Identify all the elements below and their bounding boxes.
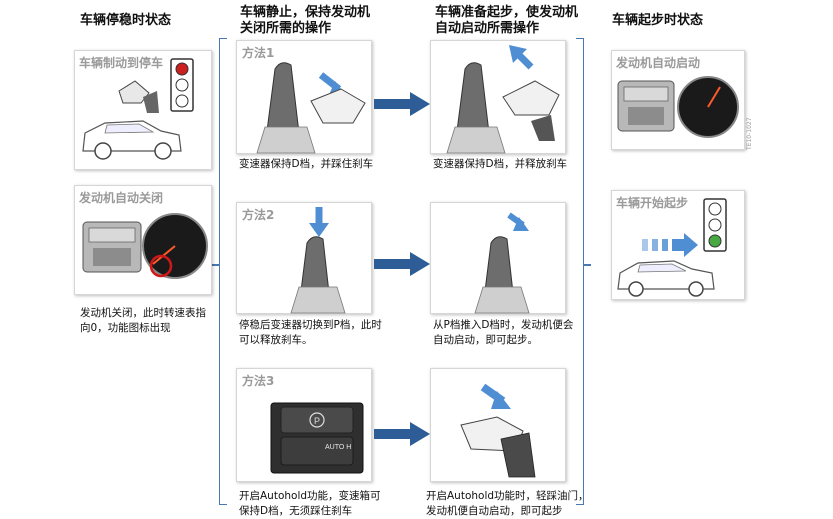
gearshift-park-illustration (290, 207, 346, 314)
gearshift-release-illustration (446, 45, 560, 154)
parking-brake-button-icon (280, 406, 354, 434)
column-header-moving-off: 车辆起步时状态 (612, 13, 704, 28)
foot-icon (310, 88, 366, 124)
braking-illustration (82, 58, 194, 160)
panel-engine-auto-off: 发动机自动关闭 (74, 185, 212, 295)
column-header-stopped: 车辆停稳时状态 (80, 13, 172, 28)
method3-left-panel: 方法3 P AUTO H (236, 368, 372, 482)
motion-arrow-icon (642, 239, 648, 251)
method1-right-panel (430, 40, 566, 154)
red-highlight-circle (149, 254, 173, 278)
engine-start-illustration (617, 76, 739, 138)
panel-braking-to-stop: 车辆制动到停车 (74, 50, 212, 170)
autohold-button-icon (280, 436, 354, 466)
column-header-keep-off: 车辆静止，保持发动机关闭所需的操作 (240, 5, 371, 36)
panel-label: 车辆制动到停车 (79, 56, 164, 70)
method2-right-panel (430, 202, 566, 314)
method2-left-panel: 方法2 (236, 202, 372, 314)
method3-right-panel (430, 368, 566, 482)
method3-right-caption: 开启Autohold功能时，轻踩油门，发动机便自动启动，即可起步 (426, 490, 589, 517)
right-bracket-tick (583, 264, 591, 266)
figure-tag: TE10-1027 (746, 117, 753, 150)
left-caption: 发动机关闭，此时转速表指向0，功能图标出现 (80, 307, 206, 334)
gear-lever-icon (484, 236, 514, 294)
gearshift-drive-illustration (474, 212, 530, 314)
method-label: 方法1 (242, 46, 275, 60)
method2-left-caption: 停稳后变速器切换到P档，此时可以释放刹车。 (239, 319, 382, 346)
panel-label: 车辆开始起步 (616, 196, 689, 210)
svg-text:P: P (314, 416, 320, 426)
accelerator-pedal-icon (500, 432, 536, 478)
accelerator-press-illustration (460, 383, 536, 478)
gear-lever-icon (266, 62, 300, 134)
panel-label: 发动机自动启动 (616, 56, 701, 70)
gear-lever-icon (300, 236, 330, 294)
method1-left-panel: 方法1 (236, 40, 372, 154)
method-label: 方法3 (242, 374, 275, 388)
autohold-button-illustration: P (270, 402, 364, 474)
method1-left-caption: 变速器保持D档，并踩住刹车 (239, 158, 374, 170)
panel-label: 发动机自动关闭 (79, 191, 164, 205)
method3-left-caption: 开启Autohold功能，变速箱可保持D档，无须踩住刹车 (239, 490, 381, 517)
foot-icon (502, 80, 560, 116)
arrow-method3 (374, 422, 430, 446)
arrow-method2 (374, 252, 430, 276)
method1-right-caption: 变速器保持D档，并释放刹车 (433, 158, 568, 170)
engine-off-illustration (82, 213, 208, 279)
panel-vehicle-moves-off: 车辆开始起步 (611, 190, 745, 300)
method-label: 方法2 (242, 208, 275, 222)
left-bracket-tick (212, 264, 220, 266)
autohold-button-text: AUTO H (325, 444, 352, 451)
vehicle-moving-illustration (617, 198, 727, 297)
gearshift-brake-illustration (256, 62, 366, 154)
arrow-method1 (374, 92, 430, 116)
right-bracket (576, 38, 584, 505)
method2-right-caption: 从P档推入D档时，发动机便会自动启动，即可起步。 (433, 319, 574, 346)
column-header-restart: 车辆准备起步，使发动机自动启动所需操作 (435, 5, 579, 36)
panel-engine-auto-start: 发动机自动启动 (611, 50, 745, 150)
left-bracket (219, 38, 227, 505)
gear-lever-icon (456, 62, 490, 134)
